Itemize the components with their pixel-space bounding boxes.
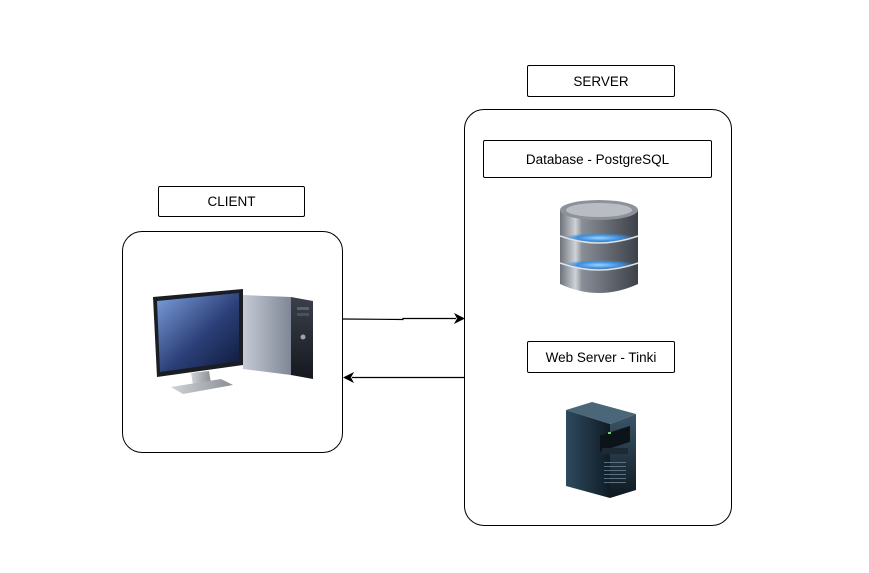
web-server-label: Web Server - Tinki [527, 341, 675, 373]
database-label: Database - PostgreSQL [483, 140, 712, 178]
web-server-label-text: Web Server - Tinki [545, 349, 657, 365]
client-title-label: CLIENT [158, 186, 305, 217]
database-icon [559, 200, 639, 293]
server-title-text: SERVER [573, 73, 629, 89]
database-label-text: Database - PostgreSQL [525, 151, 670, 167]
client-container [122, 231, 343, 453]
client-title-text: CLIENT [207, 194, 256, 209]
desktop-computer-icon [153, 289, 313, 394]
arrow-server-to-client [343, 372, 464, 383]
arrow-client-to-server [342, 313, 465, 324]
server-tower-icon [566, 402, 636, 498]
server-title-label: SERVER [527, 65, 675, 97]
